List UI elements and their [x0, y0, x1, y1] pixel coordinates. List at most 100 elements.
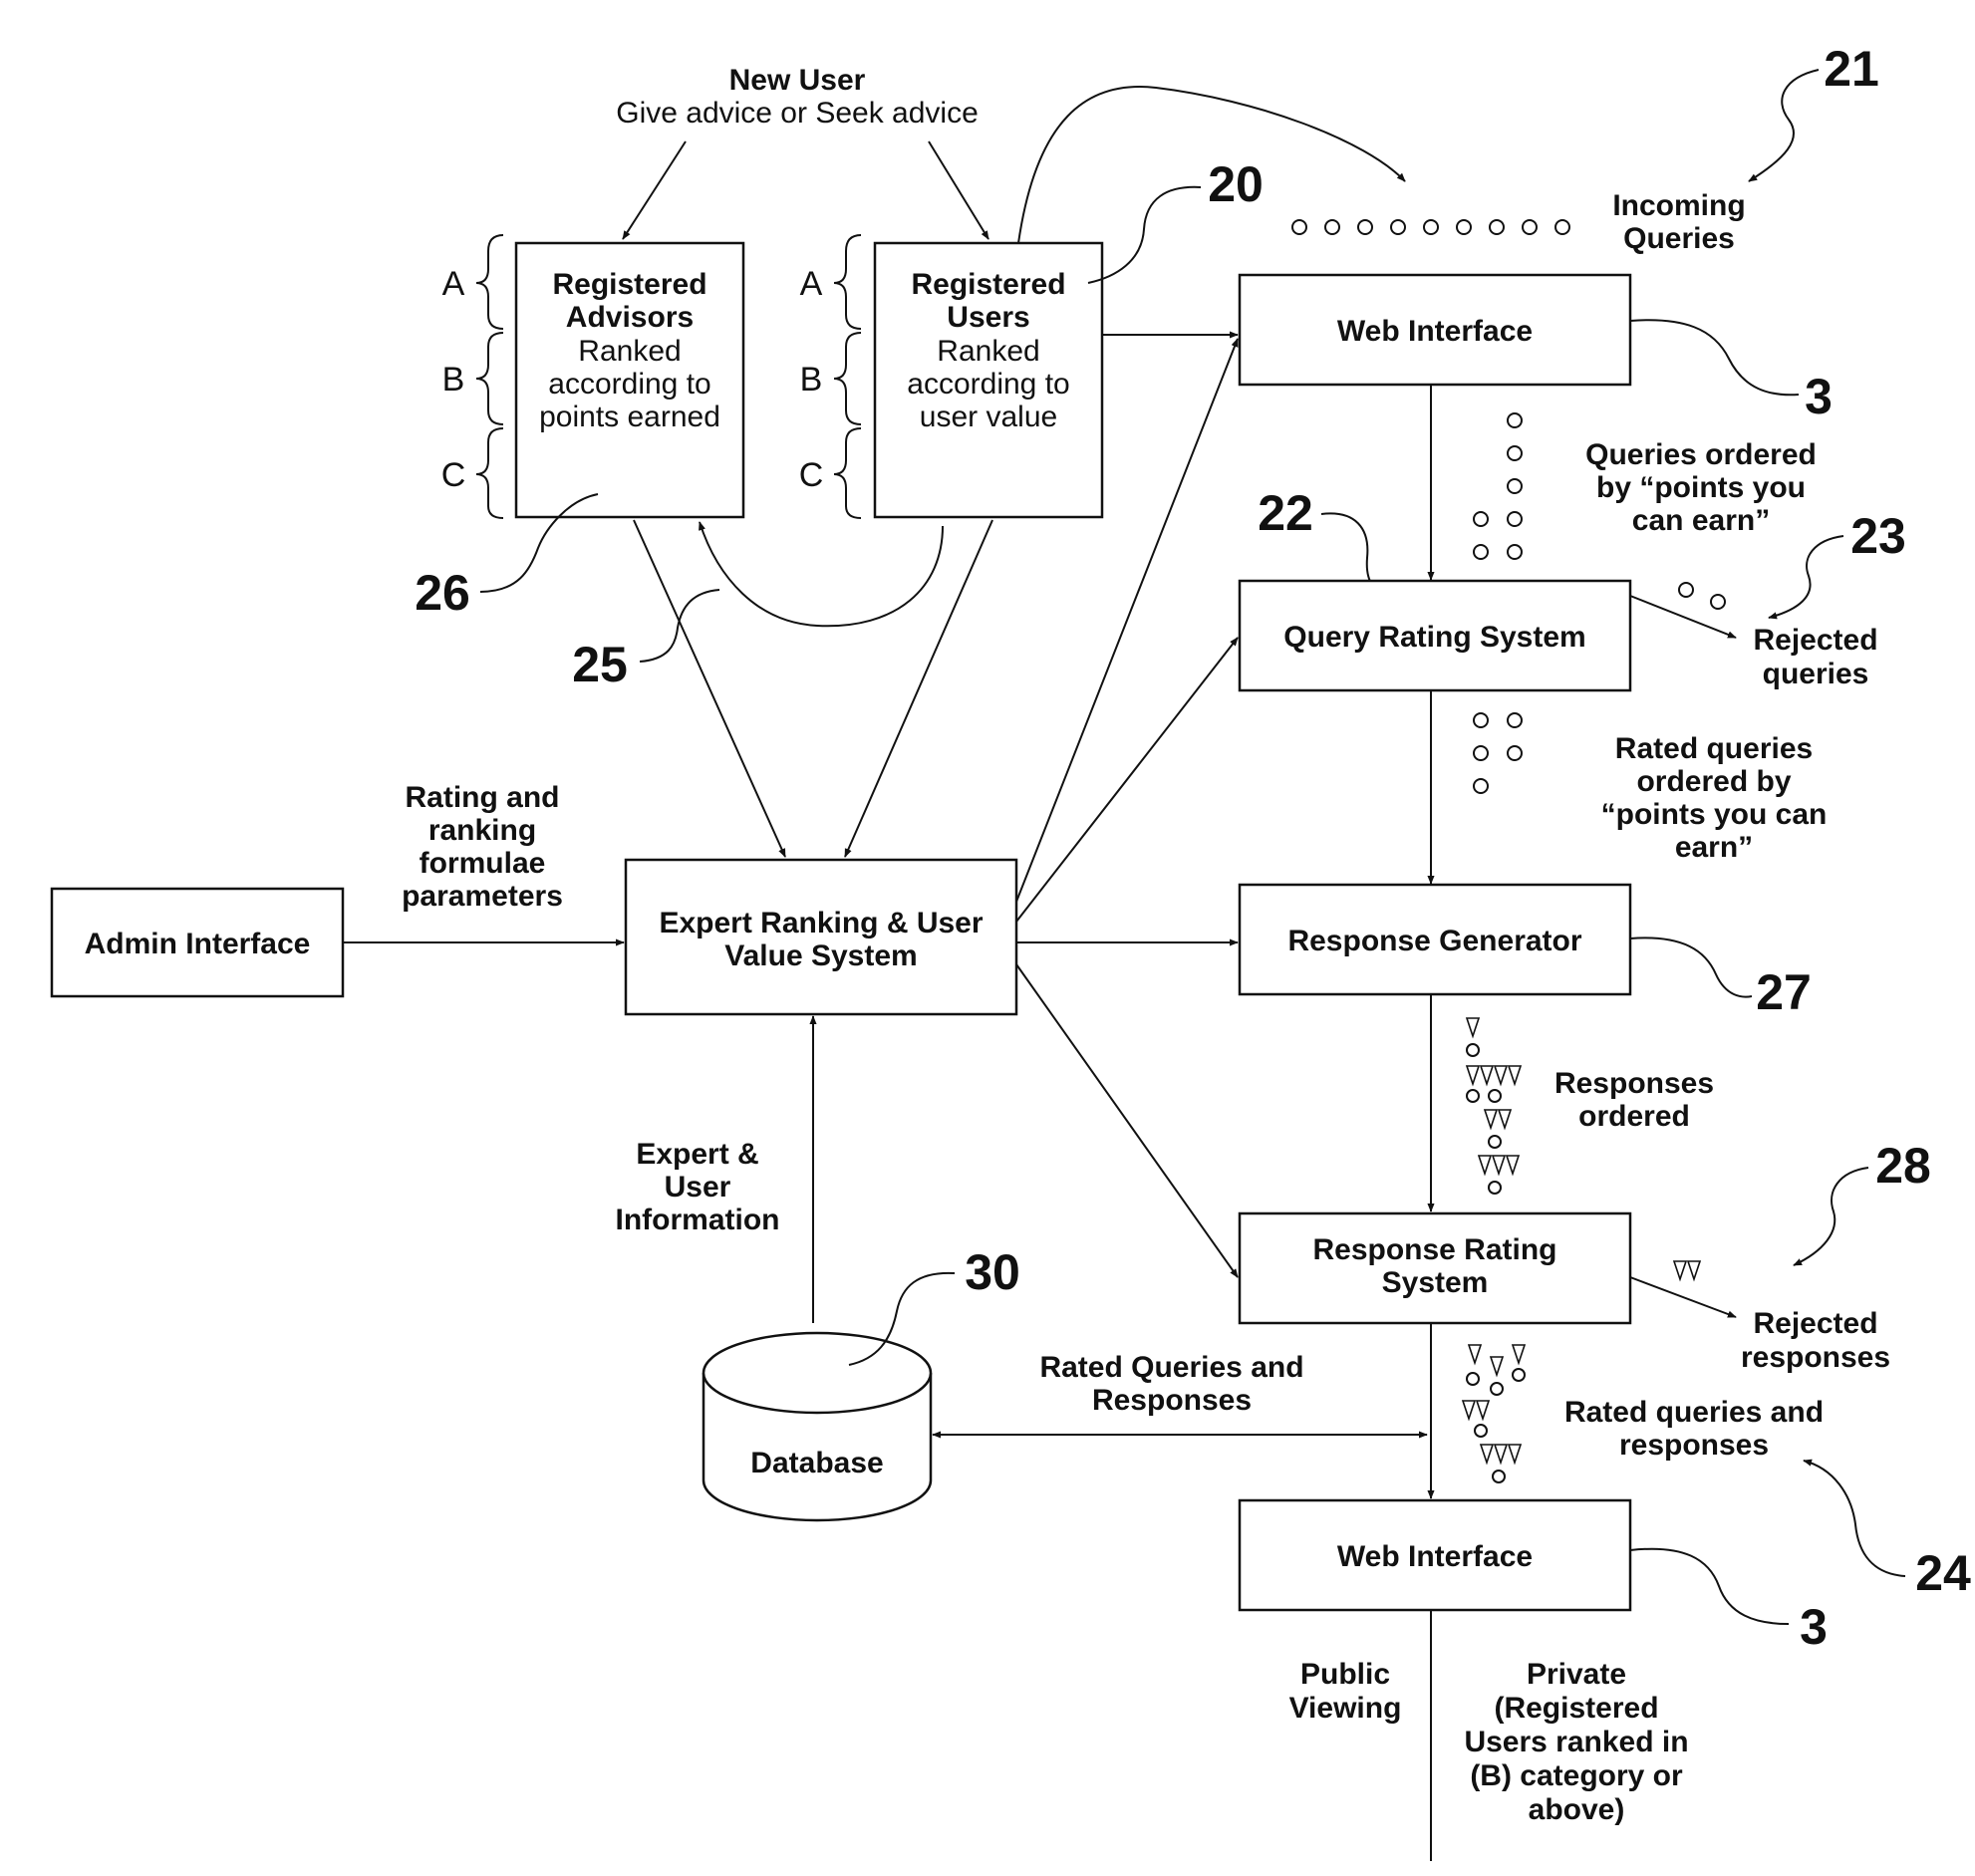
advisors-tier-braces: A B C: [441, 235, 503, 518]
ref-30: 30: [965, 1244, 1020, 1300]
private-line2: (Registered: [1494, 1692, 1658, 1725]
response-rating-system-box: Response Rating System: [1240, 1213, 1630, 1323]
private-line5: above): [1529, 1793, 1625, 1826]
advisors-tier-a: A: [442, 265, 465, 303]
leader-3-bottom: [1630, 1549, 1789, 1624]
query-dot: [1474, 746, 1488, 760]
ref-27: 27: [1756, 964, 1812, 1020]
database-cylinder: Database: [704, 1333, 931, 1520]
query-dot: [1474, 512, 1488, 526]
ref-20: 20: [1208, 156, 1264, 212]
rated-qr-line1: Rated queries and: [1564, 1396, 1824, 1429]
rejected-responses-line1: Rejected: [1753, 1307, 1877, 1340]
rejected-query-dot: [1679, 583, 1693, 597]
query-dot: [1474, 713, 1488, 727]
incoming-query-dot: [1292, 220, 1306, 234]
response-mark: [1509, 1066, 1521, 1084]
rated-qr-line2: responses: [1619, 1429, 1769, 1462]
query-dot: [1508, 413, 1522, 427]
rated-qr-db-line1: Rated Queries and: [1039, 1351, 1303, 1384]
query-rating-system-box: Query Rating System: [1240, 581, 1630, 690]
incoming-query-dot: [1523, 220, 1537, 234]
response-rating-line1: Response Rating: [1312, 1233, 1556, 1266]
ref-3-bottom: 3: [1800, 1599, 1828, 1655]
leader-25: [640, 590, 719, 662]
expert-ranking-line2: Value System: [724, 939, 917, 972]
web-interface-bottom-label: Web Interface: [1337, 1540, 1533, 1573]
registered-advisors-box: Registered Advisors Ranked according to …: [516, 243, 743, 517]
rating-params-line3: formulae: [420, 847, 546, 880]
new-user-title: New User: [729, 64, 866, 97]
advisors-desc-line1: Ranked: [578, 335, 681, 368]
arrow-expert-to-query-rating: [1016, 638, 1238, 922]
response-mark: [1507, 1156, 1519, 1174]
response-mark: [1493, 1156, 1505, 1174]
advisors-title-line2: Advisors: [566, 301, 694, 334]
new-user-label: New User Give advice or Seek advice: [616, 64, 979, 130]
query-dot: [1467, 1373, 1479, 1385]
users-tier-braces: A B C: [799, 235, 861, 518]
arrow-expert-to-response-rating: [1016, 964, 1238, 1277]
users-desc-line1: Ranked: [937, 335, 1039, 368]
ref-25: 25: [572, 637, 628, 692]
responses-ordered-line1: Responses: [1554, 1067, 1714, 1100]
rated-qr-db-line2: Responses: [1092, 1384, 1252, 1417]
leader-23: [1769, 536, 1843, 618]
private-line3: Users ranked in: [1464, 1726, 1688, 1758]
web-interface-top-box: Web Interface: [1240, 275, 1630, 385]
response-mark: [1513, 1345, 1525, 1363]
new-user-subtitle: Give advice or Seek advice: [616, 97, 979, 130]
query-dot: [1508, 512, 1522, 526]
leader-21: [1749, 70, 1819, 181]
arrow-to-rejected-responses: [1630, 1277, 1736, 1317]
leader-20: [1088, 187, 1201, 283]
users-tier-b: B: [800, 361, 823, 399]
response-mark: [1495, 1445, 1507, 1463]
query-dot: [1489, 1182, 1501, 1194]
query-dot: [1513, 1369, 1525, 1381]
response-mark: [1467, 1066, 1479, 1084]
query-rating-system-label: Query Rating System: [1283, 621, 1585, 654]
incoming-queries-dots: [1292, 220, 1569, 234]
query-dot: [1508, 545, 1522, 559]
response-mark: [1463, 1401, 1475, 1419]
queries-ordered-line3: can earn”: [1632, 504, 1770, 537]
advisors-title-line1: Registered: [552, 268, 706, 301]
expert-info-line2: User: [665, 1171, 731, 1204]
response-mark: [1469, 1345, 1481, 1363]
response-mark: [1481, 1066, 1493, 1084]
rejected-queries-line1: Rejected: [1753, 624, 1877, 657]
users-title-line2: Users: [947, 301, 1029, 334]
admin-interface-label: Admin Interface: [85, 928, 311, 960]
response-generator-box: Response Generator: [1240, 885, 1630, 994]
responses-ordered-line2: ordered: [1578, 1100, 1690, 1133]
response-mark: [1499, 1110, 1511, 1128]
rejected-response-mark: [1688, 1261, 1700, 1279]
public-viewing-line1: Public: [1300, 1658, 1390, 1691]
ordered-queries-dots: [1474, 413, 1522, 559]
queries-ordered-line1: Queries ordered: [1585, 438, 1817, 471]
ref-28: 28: [1875, 1138, 1931, 1194]
users-tier-a: A: [800, 265, 823, 303]
ref-23: 23: [1850, 508, 1906, 564]
incoming-query-dot: [1391, 220, 1405, 234]
leader-24: [1804, 1461, 1905, 1576]
advisors-desc-line2: according to: [548, 368, 710, 401]
query-dot: [1467, 1090, 1479, 1102]
expert-info-line1: Expert &: [636, 1138, 758, 1171]
query-dot: [1467, 1044, 1479, 1056]
query-dot: [1475, 1425, 1487, 1437]
rejected-response-mark: [1674, 1261, 1686, 1279]
rated-queries-ordered-line1: Rated queries: [1615, 732, 1813, 765]
response-mark: [1491, 1357, 1503, 1375]
incoming-query-dot: [1325, 220, 1339, 234]
ref-3-top: 3: [1805, 369, 1833, 424]
advisors-tier-b: B: [442, 361, 465, 399]
incoming-query-dot: [1358, 220, 1372, 234]
web-interface-bottom-box: Web Interface: [1240, 1500, 1630, 1610]
leader-27: [1630, 938, 1752, 996]
rated-responses-marks: [1463, 1345, 1525, 1482]
arrow-advisors-to-expert: [634, 520, 785, 857]
ref-21: 21: [1824, 41, 1879, 97]
expert-ranking-box: Expert Ranking & User Value System: [626, 860, 1016, 1014]
